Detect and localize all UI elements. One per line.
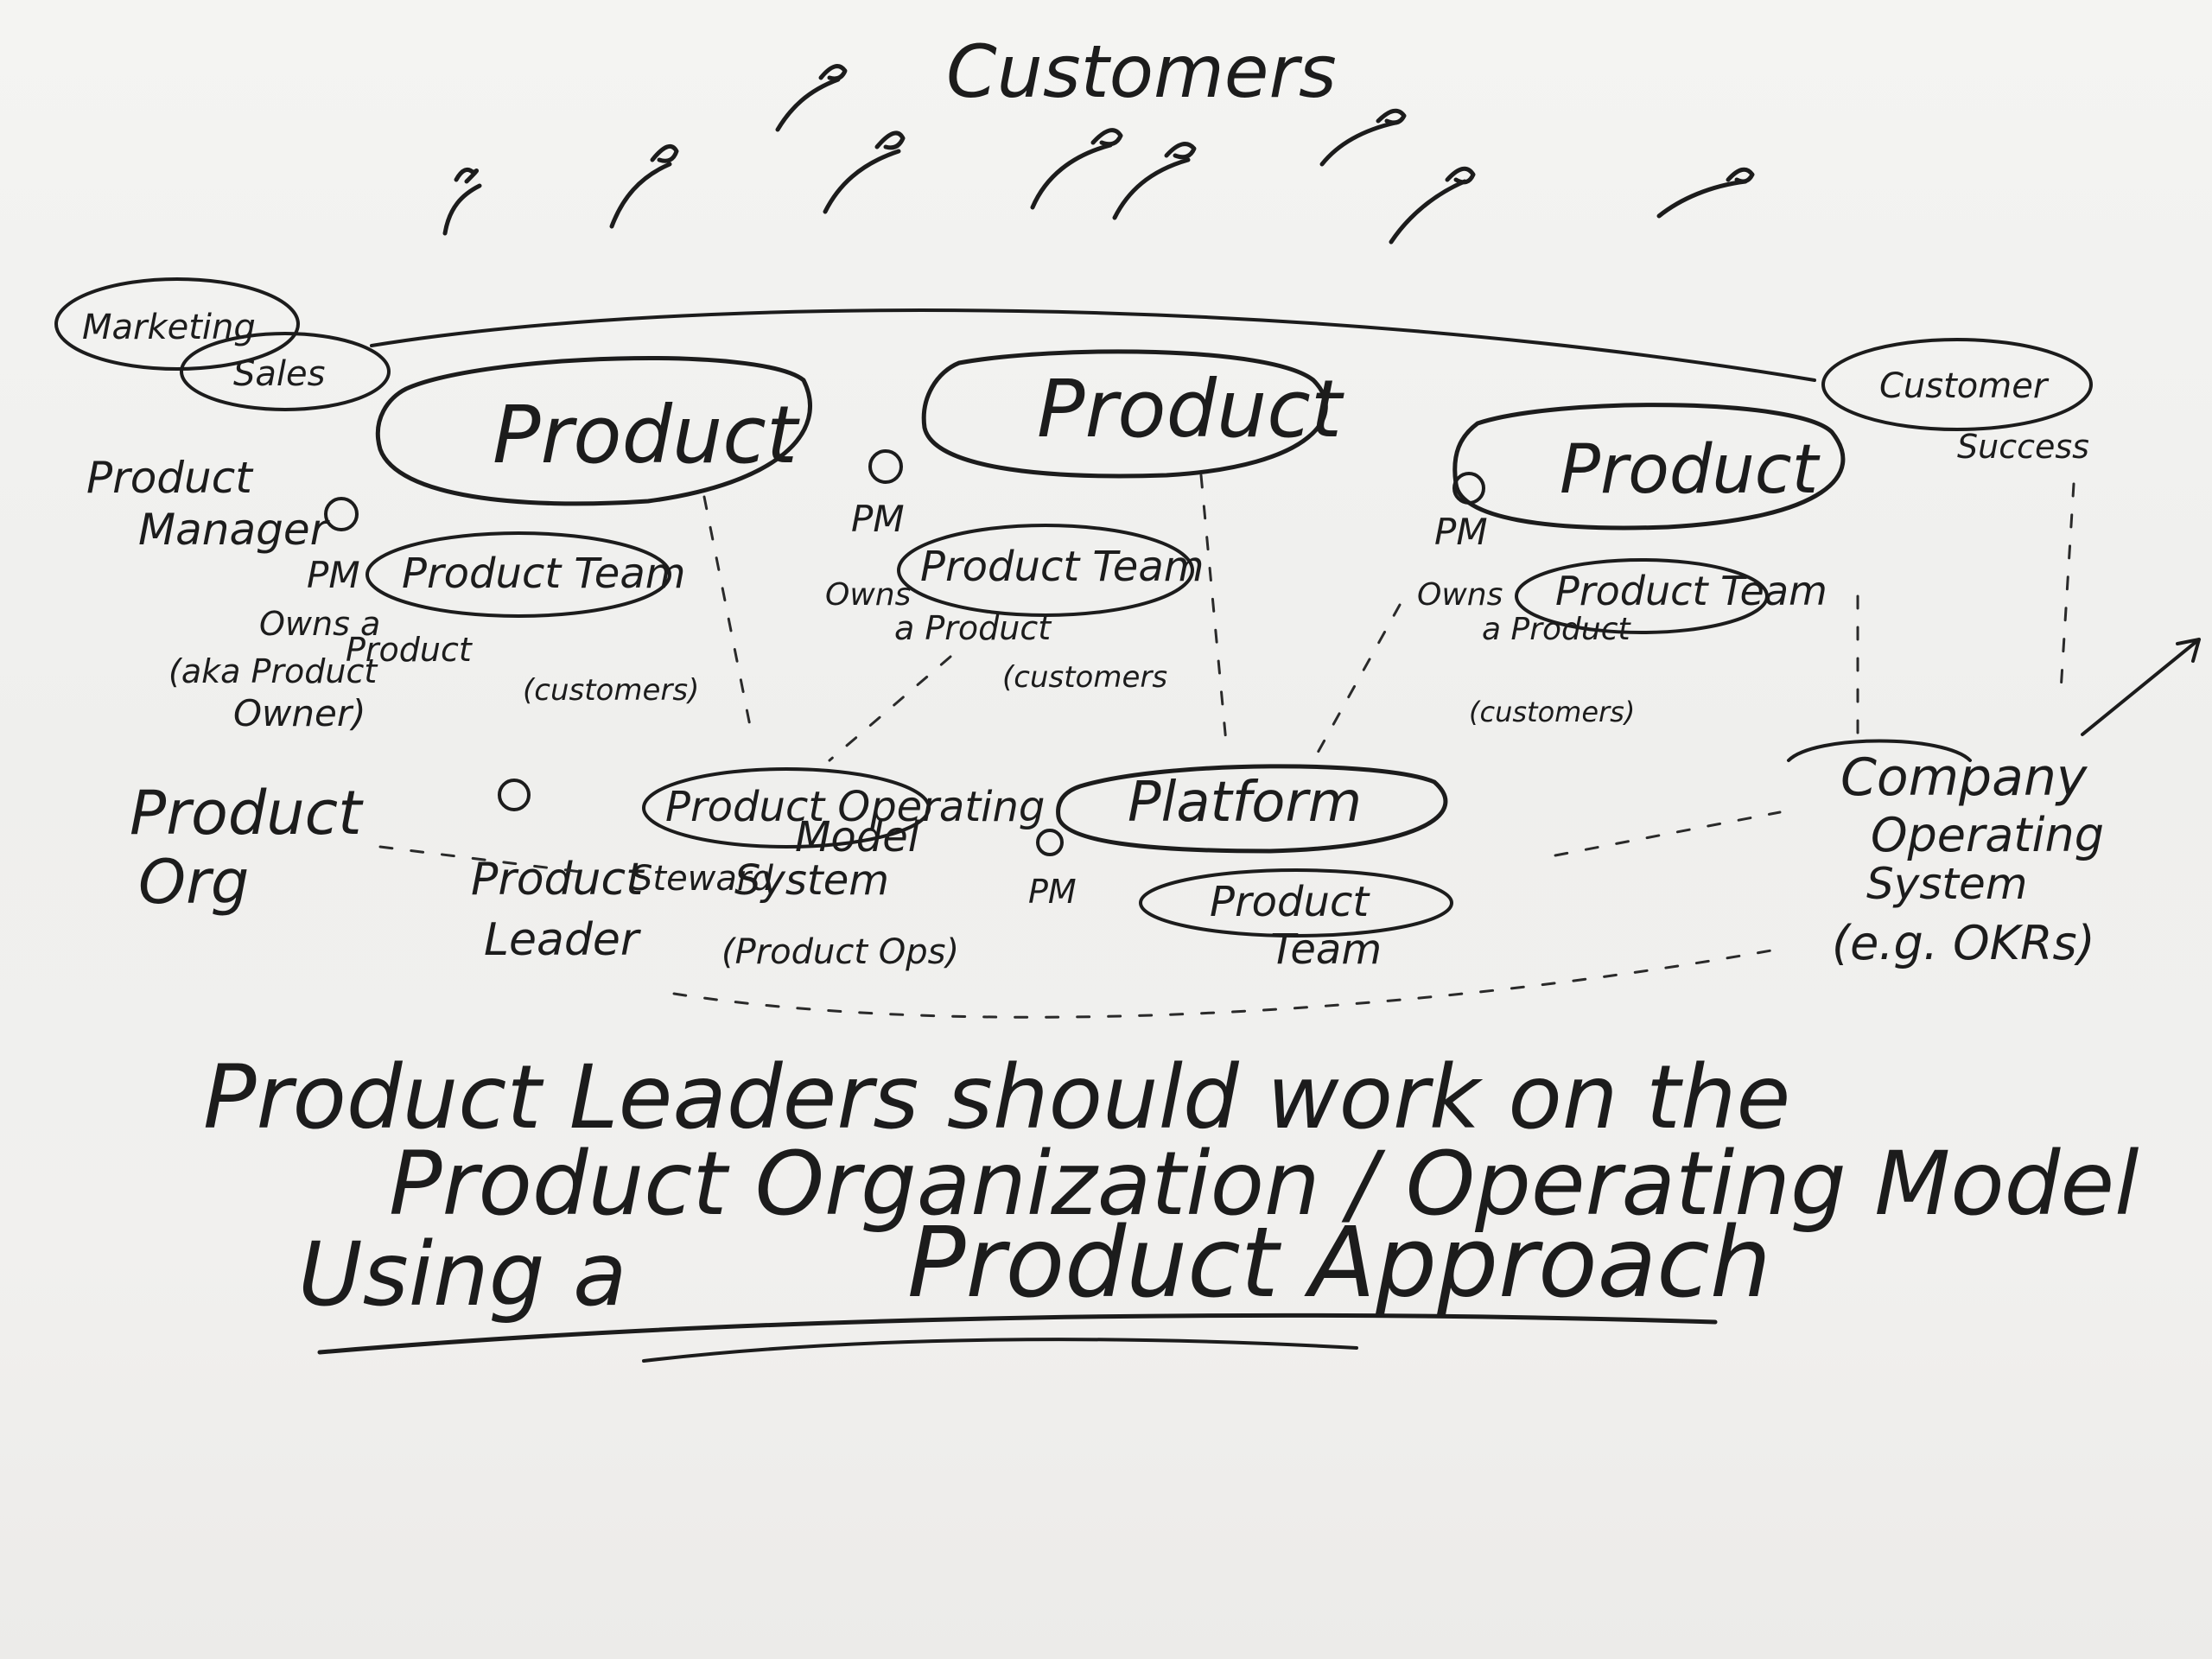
owns-a-product-2: Product [346, 631, 474, 669]
steward-label: Steward [631, 859, 773, 899]
marketing-bubble [54, 277, 300, 371]
company-os-label-4: (e.g. OKRs) [1832, 916, 2095, 970]
platform-team-label-2: Team [1270, 925, 1382, 974]
owns-note-2a: Owns [825, 577, 911, 613]
platform-bubble [1056, 764, 1448, 854]
product-group-3: Product PM Product Team Owns a Product (… [1417, 403, 1846, 728]
customer-icon [1656, 167, 1755, 219]
customer-icon [442, 167, 482, 236]
product-ops-label: (Product Ops) [721, 932, 959, 972]
customer-icon [1389, 166, 1476, 245]
influence-line [672, 949, 1773, 1019]
aka-product-owner-1: (aka Product [168, 652, 378, 690]
customers-note-1: (customers) [523, 673, 699, 708]
customer-icon [823, 130, 906, 214]
product-leader-label-1: Product [471, 854, 645, 906]
marketing-label: Marketing [82, 308, 256, 347]
customer-success-label-2: Success [1957, 428, 2089, 466]
pm-head-icon [1452, 472, 1485, 505]
product-team-label-3: Product Team [1555, 568, 1827, 614]
customers-label: Customers [946, 29, 1337, 114]
message-line-2: Product Organization / Operating Model [389, 1133, 2139, 1236]
influence-line [828, 655, 952, 762]
platform-team-label-1: Product [1210, 878, 1370, 926]
product-org-label-2: Org [138, 847, 249, 918]
message-line-3-emphasis: Product Approach [907, 1207, 1771, 1319]
pm-badge-left: PM [307, 554, 360, 596]
product-team-label-1: Product Team [402, 550, 686, 598]
product-label-1: Product [493, 389, 800, 481]
customers-note-3: (customers) [1469, 696, 1635, 728]
message-line-3-prefix: Using a [298, 1224, 626, 1326]
sales-bubble [180, 332, 391, 411]
product-leader-label-2: Leader [484, 914, 642, 966]
message-line-1: Product Leaders should work on the [203, 1046, 1790, 1149]
company-os-arrow [2081, 638, 2201, 736]
operating-system-label-2: Model [795, 813, 920, 861]
pm-head-icon [1036, 829, 1064, 856]
product-label-3: Product [1560, 431, 1821, 509]
operating-system-bubble [642, 767, 931, 849]
influence-line [1554, 810, 1782, 857]
company-os-label-2: Operating [1871, 808, 2104, 862]
customers-note-2: (customers [1002, 660, 1167, 695]
company-os-bracket [1787, 739, 1972, 762]
platform-team-bubble [1139, 868, 1453, 938]
product-manager-label-1: Product [86, 453, 254, 503]
product-bubble-1 [375, 356, 812, 506]
product-team-bubble-2 [897, 524, 1194, 617]
product-org-label-1: Product [130, 778, 364, 849]
operating-system-label-3: System [734, 856, 889, 905]
product-manager-label-2: Manager [138, 505, 331, 555]
customer-icon [609, 143, 679, 229]
influence-lines [378, 474, 2075, 1019]
customer-icon [1112, 142, 1197, 220]
owns-note-2b: a Product [894, 609, 1052, 647]
product-bubble-2 [921, 349, 1328, 479]
customer-success-bubble [1821, 338, 2093, 431]
customer-success-label-1: Customer [1879, 366, 2050, 406]
influence-line [1199, 474, 1229, 753]
influence-line [378, 845, 589, 874]
platform-label: Platform [1128, 771, 1362, 835]
customer-icon [775, 64, 848, 132]
owns-a-product-1: Owns a [259, 605, 380, 643]
pm-badge-3: PM [1434, 511, 1488, 553]
product-team-bubble-1 [365, 531, 671, 618]
product-group-1: Product Product Team (customers) [365, 356, 812, 708]
sales-label: Sales [233, 354, 325, 394]
product-team-bubble-3 [1515, 558, 1769, 634]
customer-icon [1030, 128, 1123, 210]
influence-line [2059, 482, 2075, 693]
owns-note-3b: a Product [1482, 612, 1632, 647]
product-group-2: Product PM Product Team Owns a Product (… [825, 349, 1344, 695]
message-underline-1 [317, 1313, 1718, 1355]
aka-product-owner-2: Owner) [233, 692, 366, 734]
platform-pm-badge: PM [1028, 873, 1077, 911]
customer-icon [1319, 108, 1407, 167]
company-os-label-3: System [1866, 859, 2027, 909]
customer-boundary-arc [370, 308, 1816, 382]
operating-system-label-1: Product Operating [665, 783, 1045, 831]
influence-line [1312, 603, 1402, 762]
product-label-2: Product [1037, 363, 1344, 455]
pm-head-icon [868, 449, 903, 484]
customer-figures [442, 64, 1755, 245]
pm-badge-2: PM [851, 498, 905, 540]
message-underline-2 [642, 1338, 1358, 1363]
product-leader-head-icon [498, 779, 531, 811]
product-team-label-2: Product Team [920, 543, 1205, 591]
pm-head-icon [324, 497, 359, 531]
influence-line [702, 495, 753, 736]
owns-note-3a: Owns [1417, 577, 1503, 613]
